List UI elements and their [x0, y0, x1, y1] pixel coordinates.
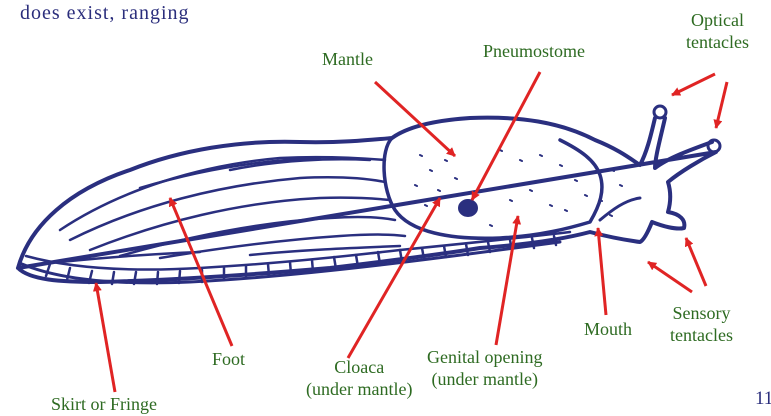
- pneumostome-opening: [459, 200, 477, 216]
- label-cloaca: Cloaca (under mantle): [306, 356, 412, 400]
- arrow-mouth: [598, 228, 606, 315]
- label-skirt-or-fringe: Skirt or Fringe: [51, 393, 157, 415]
- label-sensory-tentacles: Sensory tentacles: [670, 302, 733, 346]
- arrow-genital: [496, 216, 518, 345]
- label-genital-opening: Genital opening (under mantle): [427, 346, 542, 390]
- optical-tentacle-tip-upper: [654, 106, 666, 118]
- label-mantle: Mantle: [322, 48, 373, 70]
- label-pneumostome: Pneumostome: [483, 40, 585, 62]
- arrow-sensory-upper: [686, 238, 706, 286]
- arrow-sensory-lower: [648, 262, 692, 292]
- page-number: 11: [755, 388, 771, 410]
- arrow-cloaca: [348, 198, 440, 358]
- arrow-pneumostome: [472, 72, 540, 200]
- pointer-arrows: [96, 72, 727, 392]
- slug-foot-furrows: [60, 157, 405, 262]
- label-foot: Foot: [212, 348, 245, 370]
- arrow-optical-lower: [716, 82, 727, 128]
- arrow-skirt: [96, 283, 115, 392]
- slug-head: [600, 198, 640, 220]
- label-optical-tentacles: Optical tentacles: [686, 9, 749, 53]
- label-mouth: Mouth: [584, 318, 632, 340]
- optical-tentacle-tip-lower: [708, 140, 720, 152]
- arrow-optical-upper: [672, 74, 715, 95]
